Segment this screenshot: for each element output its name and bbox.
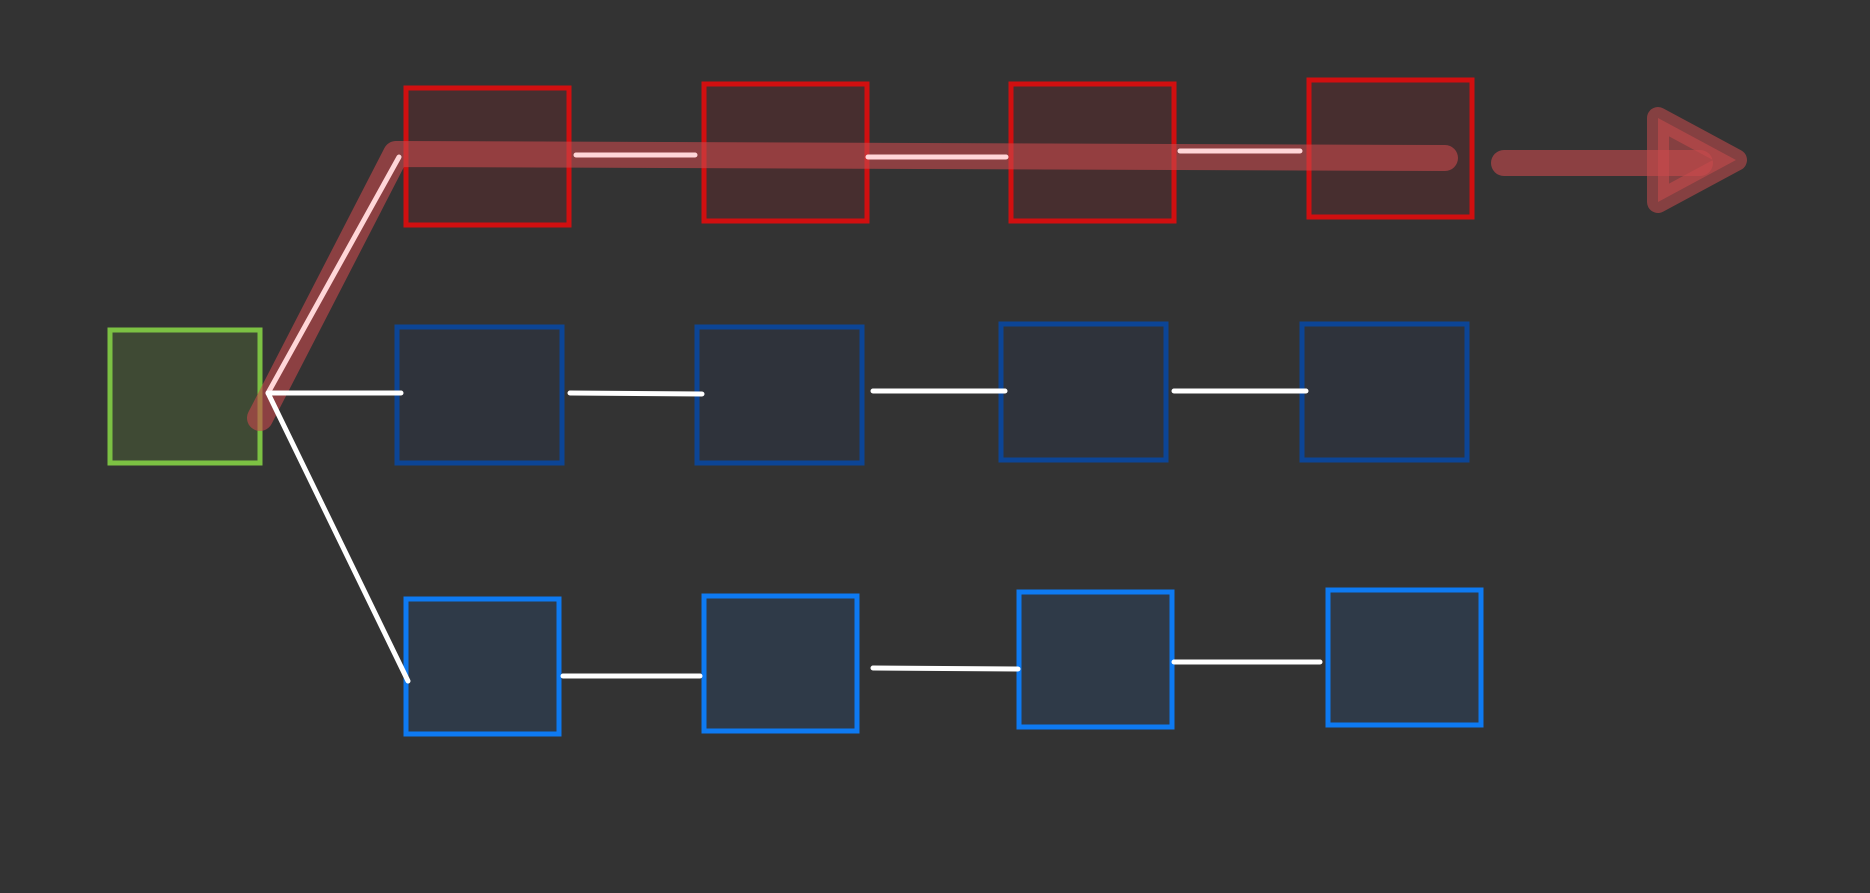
connector-start-to-blue (265, 390, 411, 684)
dark-blue-node-1 (394, 324, 565, 466)
connector-blue-2-3 (870, 665, 1021, 672)
arrow-head-icon (1647, 107, 1747, 213)
connector-start-to-red (265, 154, 402, 396)
blue-node-4 (1325, 587, 1484, 728)
blue-node-3 (1016, 589, 1175, 730)
dark-blue-node-4 (1299, 321, 1470, 463)
dark-blue-node-2 (694, 324, 865, 466)
connectors (265, 148, 1323, 684)
dark-blue-node-3 (998, 321, 1169, 463)
connector-dark-blue-1-2 (567, 390, 705, 397)
start-node (107, 327, 263, 466)
blue-node-1 (403, 596, 562, 737)
blue-row (403, 587, 1484, 737)
blue-node-2 (701, 593, 860, 734)
dark-blue-row (394, 321, 1470, 466)
